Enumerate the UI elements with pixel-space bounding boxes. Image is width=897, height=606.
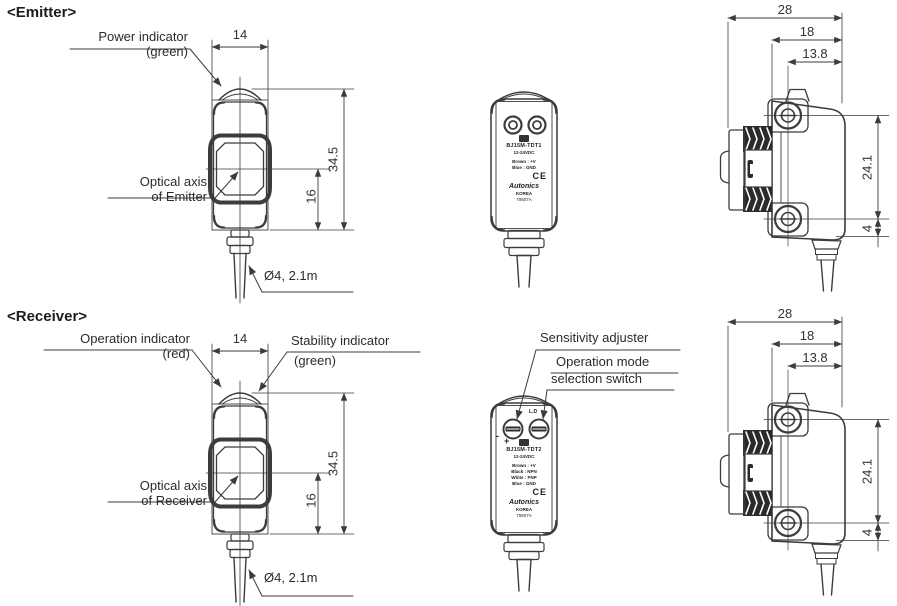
- code-text: 70607A: [516, 513, 532, 518]
- pot-min-mark: -: [496, 431, 499, 441]
- brand-logo-mark: [519, 439, 529, 446]
- receiver-wire-4: Blue : GND: [512, 481, 536, 486]
- operation-mode-label-1: Operation mode: [556, 354, 650, 369]
- emitter-dim-34-5: 34.5: [325, 146, 341, 173]
- emitter-wire-1: Brown : +V: [512, 159, 536, 164]
- receiver-dim-18: 18: [799, 328, 815, 343]
- operation-indicator-label: Operation indicator: [80, 331, 190, 346]
- country-text: KOREA: [515, 507, 533, 512]
- receiver-section-title: <Receiver>: [7, 308, 88, 325]
- receiver-dim-13-8: 13.8: [802, 350, 828, 365]
- emitter-indicator-hole: [503, 115, 523, 135]
- receiver-dim-16: 16: [303, 493, 319, 508]
- operation-indicator-color: (red): [162, 346, 190, 361]
- operation-mode-label-2: selection switch: [551, 371, 643, 386]
- emitter-optical-axis-label-1: Optical axis: [139, 174, 207, 189]
- receiver-voltage-text: 12-24VDC: [513, 454, 535, 459]
- receiver-cable-label: Ø4, 2.1m: [264, 570, 318, 585]
- receiver-dim-28: 28: [777, 306, 793, 321]
- receiver-wire-1: Brown : +V: [512, 463, 536, 468]
- receiver-optical-axis-label-2: of Receiver: [141, 493, 207, 508]
- receiver-front-view-drawing: [108, 344, 354, 606]
- brand-text: Autonics: [509, 183, 539, 190]
- receiver-nameplate: BJ15M-TDT2 12-24VDC Brown : +V Black : N…: [496, 439, 552, 519]
- ce-mark: CE: [532, 487, 547, 497]
- receiver-dim-24-1: 24.1: [859, 458, 875, 485]
- ce-mark: CE: [532, 171, 547, 181]
- power-indicator-color: (green): [146, 44, 188, 59]
- emitter-section-title: <Emitter>: [7, 4, 77, 21]
- receiver-dim-14: 14: [232, 331, 248, 346]
- emitter-cable-label: Ø4, 2.1m: [264, 268, 318, 283]
- code-text: 70607A: [516, 197, 532, 202]
- receiver-dim-4: 4: [859, 528, 875, 537]
- emitter-dim-28: 28: [777, 2, 793, 17]
- receiver-dim-34-5: 34.5: [325, 450, 341, 477]
- emitter-dim-13-8: 13.8: [802, 46, 828, 61]
- receiver-wire-3: White : PNP: [511, 475, 537, 480]
- country-text: KOREA: [515, 191, 533, 196]
- emitter-dim-24-1: 24.1: [859, 154, 875, 181]
- pot-mode-mark: L.D: [529, 409, 538, 415]
- emitter-indicator-hole: [527, 115, 547, 135]
- power-indicator-label: Power indicator: [98, 29, 188, 44]
- receiver-specific-lines: [43, 349, 681, 440]
- sensitivity-adjuster-pot: [502, 418, 524, 440]
- emitter-dim-4: 4: [859, 224, 875, 233]
- brand-logo-mark: [519, 135, 529, 142]
- emitter-wire-2: Blue : GND: [512, 165, 536, 170]
- receiver-optical-axis-label-1: Optical axis: [139, 478, 207, 493]
- emitter-dim-18: 18: [799, 24, 815, 39]
- emitter-nameplate: BJ15M-TDT1 12-24VDC Brown : +V Blue : GN…: [496, 135, 552, 203]
- receiver-wire-2: Black : NPN: [511, 469, 537, 474]
- stability-indicator-label: Stability indicator: [291, 333, 390, 348]
- brand-text: Autonics: [509, 499, 539, 506]
- sensitivity-adjuster-label: Sensitivity adjuster: [540, 330, 649, 345]
- emitter-dim-16: 16: [303, 189, 319, 204]
- emitter-dim-14: 14: [232, 27, 248, 42]
- emitter-voltage-text: 12-24VDC: [513, 150, 535, 155]
- operation-mode-switch-pot: [528, 418, 550, 440]
- stability-indicator-color: (green): [294, 353, 336, 368]
- emitter-specific-lines: [69, 48, 547, 135]
- emitter-front-view-drawing: [108, 40, 354, 303]
- pot-max-mark: +: [504, 436, 510, 446]
- receiver-model-text: BJ15M-TDT2: [506, 447, 542, 453]
- emitter-optical-axis-label-2: of Emitter: [151, 189, 207, 204]
- emitter-model-text: BJ15M-TDT1: [506, 143, 542, 149]
